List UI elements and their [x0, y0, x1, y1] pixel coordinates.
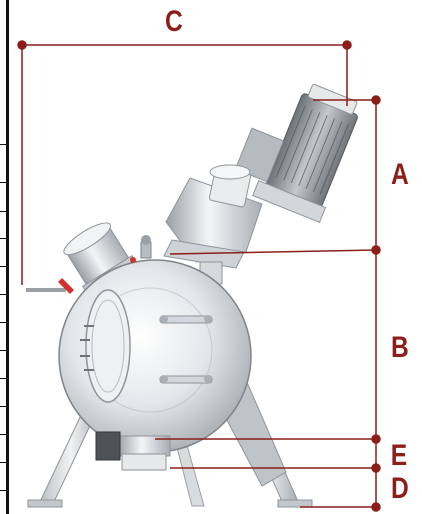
edge-tick [0, 406, 8, 407]
side-port-red-marker [58, 278, 74, 294]
edge-tick [0, 462, 8, 463]
foot-pad-left [27, 499, 63, 508]
dim-label-b: B [390, 331, 409, 364]
dim-label-a: A [390, 158, 409, 191]
top-red-indicator [130, 257, 136, 263]
vessel-door [85, 289, 131, 403]
dim-label-d: D [390, 472, 409, 505]
edge-tick [0, 266, 8, 267]
edge-tick [0, 211, 8, 212]
drive-assembly [234, 83, 358, 224]
dim-a-bottom-ext [169, 249, 377, 255]
edge-tick [0, 434, 8, 435]
top-valve-knob [141, 235, 151, 245]
edge-tick [0, 322, 8, 323]
door-gasket [91, 299, 125, 393]
dim-label-c: C [164, 5, 183, 38]
edge-tick [0, 490, 8, 491]
edge-tick [0, 144, 8, 145]
edge-tick [0, 350, 8, 351]
left-edge-rule [6, 0, 9, 514]
outlet-actuator [95, 431, 121, 461]
edge-tick [0, 238, 8, 239]
dim-label-e: E [390, 439, 408, 472]
vessel-handles [159, 315, 213, 384]
edge-tick [0, 378, 8, 379]
edge-tick [0, 182, 8, 183]
coupling-top [209, 164, 251, 180]
motor-fins [275, 106, 349, 195]
motor-flange [252, 179, 327, 224]
dimension-lines [17, 40, 381, 512]
foot-pad-right [277, 499, 313, 508]
door-hinges [80, 325, 94, 371]
edge-tick [0, 294, 8, 295]
bottom-outlet [95, 431, 171, 471]
side-port-clamp [26, 288, 66, 292]
